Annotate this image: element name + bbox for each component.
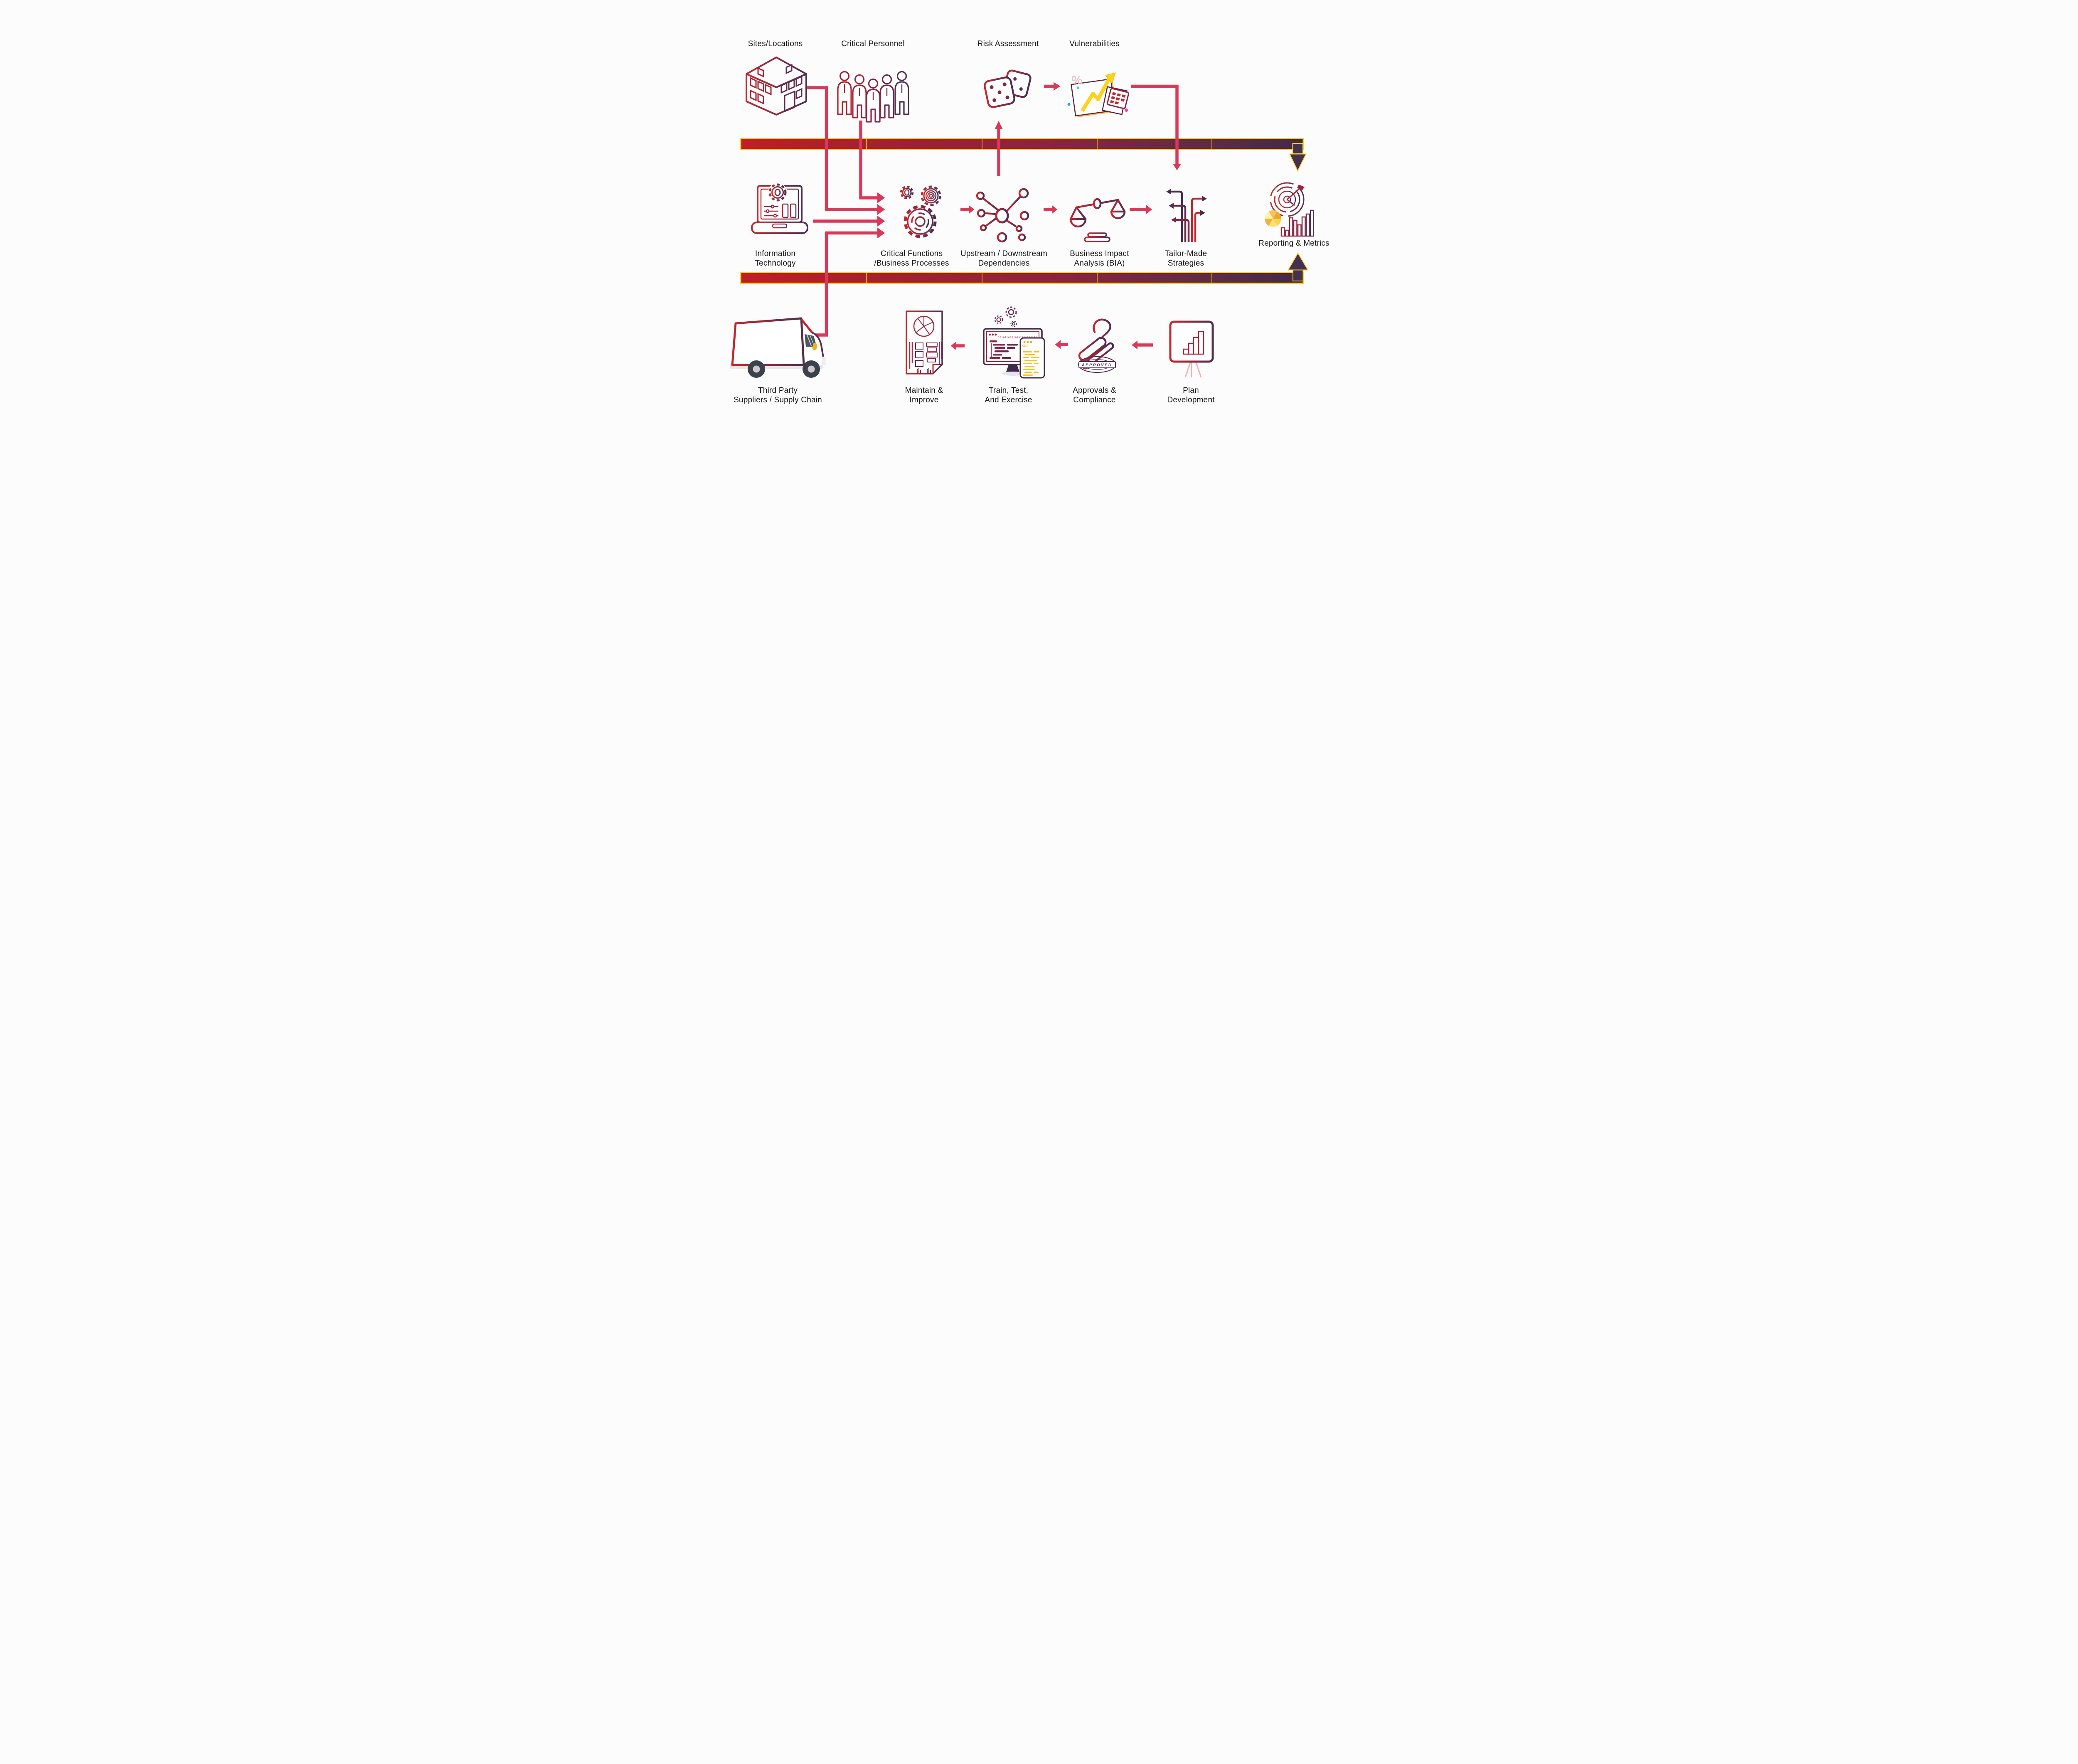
label-reporting: Reporting & Metrics [1258,239,1330,248]
label-sites: Sites/Locations [748,39,803,48]
people-group-icon [835,64,912,123]
strategy-arrows-icon [1165,186,1209,242]
laptop-gear-icon [751,182,808,236]
report-document-icon [905,310,943,375]
scales-icon [1069,192,1127,244]
label-critical-functions: Critical Functions/Business Processes [874,249,949,268]
connector-personnel-to-functions [859,121,877,200]
building-icon [744,56,809,116]
approval-stamp-icon: APPROVED [1076,317,1118,375]
gears-icon [895,182,949,242]
label-risk: Risk Assessment [977,39,1039,48]
vulnerability-chart-icon: % [1064,64,1131,118]
presentation-board-icon [1169,320,1214,378]
label-train: Train, Test,And Exercise [985,386,1032,404]
network-icon [972,188,1033,243]
diagram-canvas: % [674,0,1404,441]
label-approvals: Approvals &Compliance [1073,386,1116,404]
code-monitor-icon: 10101101010101010110101 </> [975,305,1047,380]
timeline-down-arrow [1288,143,1307,172]
svg-text:%: % [1071,74,1083,87]
label-maintain: Maintain &Improve [905,386,943,404]
connector-vulnerabilities-to-strategies [1131,84,1179,164]
label-vulnerabilities: Vulnerabilities [1069,39,1120,48]
connector-truck-to-functions [812,231,877,337]
connector-arrowheads [877,82,1181,350]
dartboard-metrics-icon [1262,182,1315,237]
top-timeline-bar [740,138,1304,150]
truck-icon [729,316,828,380]
timeline-up-arrow [1287,252,1309,281]
connector-building-to-functions [807,86,877,211]
connector-layer [740,82,1309,350]
dice-icon [983,67,1032,108]
label-personnel: Critical Personnel [841,39,905,48]
